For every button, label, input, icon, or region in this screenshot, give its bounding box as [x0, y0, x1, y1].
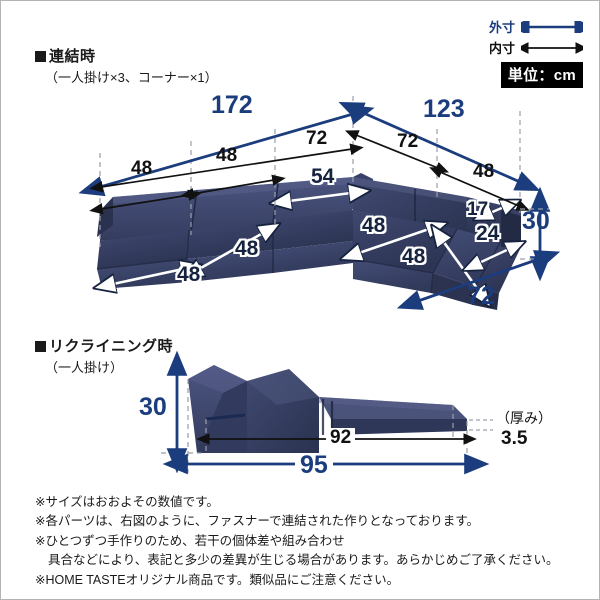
- unit-badge: 単位：cm: [500, 62, 583, 88]
- square-bullet-icon-2: [35, 341, 46, 352]
- inner-seat-2-line: [180, 174, 286, 200]
- corner-back-width-arrow: [289, 193, 351, 201]
- legend-outer-label: 外寸: [488, 20, 515, 35]
- dim-corner-back-width: 54: [311, 165, 335, 188]
- dim-cushion-depth-1: 48: [177, 263, 201, 286]
- section-heading-reclining: リクライニング時: [35, 335, 173, 356]
- legend-inner-row: 内寸: [453, 38, 583, 57]
- dim-inner-seat-3: 48: [473, 161, 495, 182]
- dim-thickness-value: 3.5: [501, 428, 528, 449]
- dim-inner-corner-left: 72: [306, 128, 328, 149]
- footnote-3: ※ひとつずつ手作りのため、若干の個体差や組み合わせ: [35, 533, 345, 548]
- dim-inner-seat-1: 48: [131, 158, 153, 179]
- legend: 外寸 内寸: [453, 17, 583, 88]
- sofa-connected-illustration: [97, 173, 521, 310]
- outer-dimension-arrow-icon: [521, 20, 583, 33]
- square-bullet-icon: [35, 51, 46, 62]
- section-subheading-connected: （一人掛け×3、コーナー×1）: [45, 70, 218, 85]
- dim-reclining-inner-length: 92: [326, 428, 356, 447]
- footnotes: ※サイズはおおよその数値です。 ※各パーツは、右図のように、ファスナーで連結され…: [35, 493, 580, 590]
- dim-cushion-depth-3: 48: [362, 214, 386, 237]
- dim-cushion-depth-2: 48: [235, 237, 259, 260]
- inner-seat-1-line: [89, 189, 202, 215]
- dim-inner-corner-right: 72: [397, 131, 419, 152]
- cushion-depth-arrow-1: [113, 269, 183, 284]
- dim-outer-width-left: 172: [211, 91, 253, 119]
- dim-outer-height: 30: [522, 207, 550, 235]
- dim-thickness-label: （厚み）: [496, 410, 552, 426]
- section-heading-connected-text: 連結時: [49, 48, 96, 65]
- inner-dimension-arrow-icon: [521, 41, 583, 54]
- footnote-5: ※HOME TASTEオリジナル商品です。類似品にご注意ください。: [35, 572, 400, 587]
- footnote-1: ※サイズはおおよその数値です。: [35, 495, 219, 509]
- footnote-4: 具合などにより、表記と多少の差異が生じる場合があります。あらかじめご了承ください…: [48, 553, 559, 568]
- dim-back-thickness: 17: [467, 199, 489, 220]
- dim-outer-depth: 72: [467, 282, 495, 310]
- legend-outer-row: 外寸: [453, 17, 583, 36]
- dim-inner-seat-2: 48: [216, 145, 238, 166]
- seat-height-arrow: [479, 249, 509, 263]
- legend-inner-label: 内寸: [488, 41, 515, 56]
- dim-cushion-depth-4: 48: [402, 245, 426, 268]
- dim-outer-width-right: 123: [423, 95, 465, 123]
- footnote-2: ※各パーツは、右図のように、ファスナーで連結された作りとなっております。: [35, 514, 479, 529]
- back-thickness-arrow: [490, 207, 504, 213]
- section-subheading-reclining: （一人掛け）: [45, 360, 124, 375]
- dim-reclining-height: 30: [139, 393, 167, 421]
- section-heading-connected: 連結時: [35, 45, 96, 66]
- section-heading-reclining-text: リクライニング時: [49, 338, 174, 355]
- dim-seat-height-inner: 24: [476, 222, 500, 245]
- dim-reclining-outer-length: 95: [295, 453, 333, 478]
